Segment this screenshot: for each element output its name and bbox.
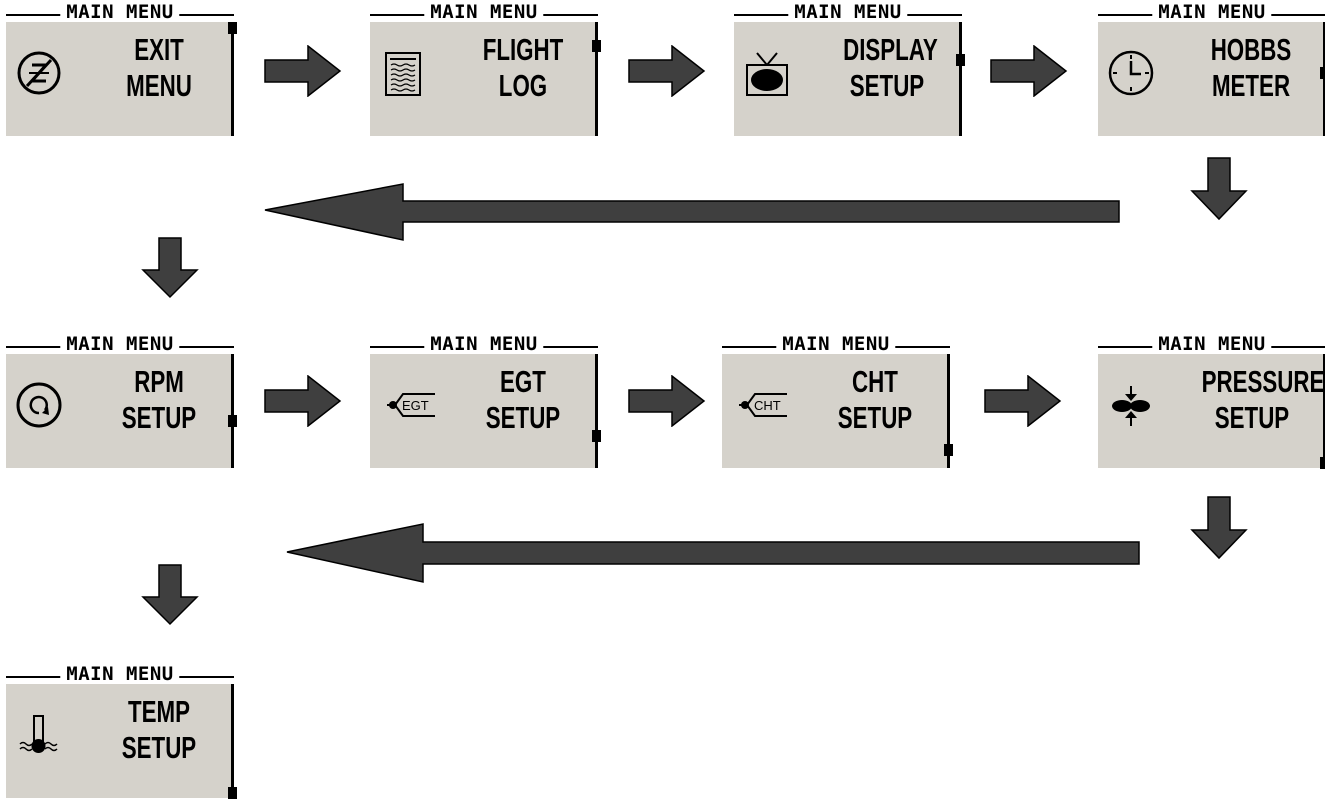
menu-screen-cht-setup[interactable]: MAIN MENU CHT CHT SETUP [722,335,953,468]
screen-label: RPM SETUP [121,364,197,435]
menu-screen-flight-log[interactable]: MAIN MENU FLIGHT LOG [370,3,601,136]
screen-title: MAIN MENU [776,335,896,354]
menu-screen-rpm-setup[interactable]: MAIN MENU RPM SETUP [6,335,237,468]
screen-label: HOBBS METER [1210,32,1292,103]
right-arrow-icon [628,45,706,97]
scrollbar [1320,22,1325,136]
screen-title: MAIN MENU [60,335,180,354]
screen-title: MAIN MENU [1152,3,1272,22]
screen-label: CHT SETUP [837,364,913,435]
scrollbar [228,354,237,468]
screen-title: MAIN MENU [788,3,908,22]
scrollbar [956,22,965,136]
scrollbar-thumb [592,430,601,442]
scrollbar-thumb [592,40,601,52]
screen-title: MAIN MENU [1152,335,1272,354]
screen-label: EGT SETUP [485,364,561,435]
scrollbar [228,684,237,799]
svg-text:CHT: CHT [754,398,781,413]
svg-text:EGT: EGT [402,398,429,413]
scrollbar-thumb [228,22,237,34]
menu-screen-egt-setup[interactable]: MAIN MENU EGT EGT SETUP [370,335,601,468]
scrollbar-thumb [1320,457,1325,469]
down-arrow-icon [141,564,199,626]
screen-title: MAIN MENU [60,665,180,684]
scrollbar-thumb [228,787,237,799]
menu-screen-exit[interactable]: MAIN MENU EXIT MENU [6,3,237,136]
screen-label: PRESSURE SETUP [1201,364,1325,435]
down-arrow-icon [141,237,199,299]
scrollbar [944,354,953,468]
scrollbar-thumb [1320,67,1325,79]
log-sheet-icon [385,52,421,96]
scrollbar-thumb [944,444,953,456]
screen-title: MAIN MENU [60,3,180,22]
screen-title: MAIN MENU [424,3,544,22]
pressure-icon [1112,386,1150,426]
thermometer-icon [19,715,58,753]
scrollbar [1320,354,1325,469]
right-arrow-icon [628,375,706,427]
clock-icon [1108,50,1154,96]
no-entry-icon [17,51,61,95]
menu-screen-temp-setup[interactable]: MAIN MENU TEMP SETUP [6,665,237,799]
screen-title: MAIN MENU [424,335,544,354]
tv-icon [746,52,788,96]
screen-label: EXIT MENU [126,32,192,103]
scrollbar-thumb [956,54,965,66]
egt-probe-icon: EGT [387,393,435,417]
menu-screen-hobbs-meter[interactable]: MAIN MENU HOBBS METER [1098,3,1325,136]
down-arrow-icon [1190,157,1248,221]
right-arrow-icon [264,375,342,427]
right-arrow-icon [990,45,1068,97]
menu-screen-display-setup[interactable]: MAIN MENU DISPLAY SETUP [734,3,965,136]
menu-screen-pressure-setup[interactable]: MAIN MENU PRESSURE SETUP [1098,335,1325,469]
scrollbar-thumb [228,415,237,427]
cht-probe-icon: CHT [739,393,787,417]
left-arrow-icon [286,523,1140,583]
down-arrow-icon [1190,496,1248,560]
left-arrow-icon [264,183,1120,241]
rpm-gauge-icon [16,382,62,428]
right-arrow-icon [264,45,342,97]
screen-label: TEMP SETUP [121,694,197,765]
scrollbar [228,22,237,136]
scrollbar [592,22,601,136]
screen-label: DISPLAY SETUP [843,32,938,103]
right-arrow-icon [984,375,1062,427]
scrollbar [592,354,601,468]
screen-label: FLIGHT LOG [482,32,564,103]
